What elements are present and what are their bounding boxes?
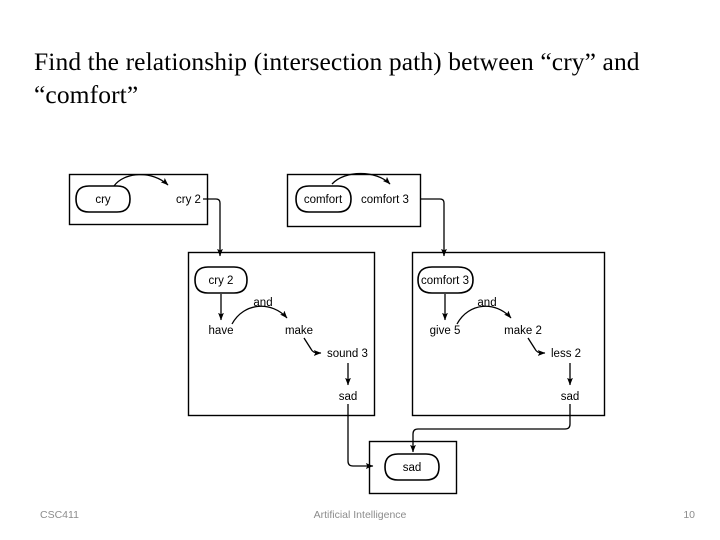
node-label-have: have — [209, 325, 234, 337]
edge-label-and-right: and — [477, 297, 496, 309]
connector-sad-right-to-intersection — [410, 404, 571, 453]
connector-sad-left-to-intersection — [347, 404, 374, 469]
box-sad-intersection-frame — [368, 440, 458, 495]
node-label-comfort3: comfort 3 — [421, 275, 469, 287]
footer-subject: Artificial Intelligence — [313, 509, 407, 521]
node-label-make2: make 2 — [504, 325, 542, 337]
page-title: Find the relationship (intersection path… — [34, 47, 647, 110]
node-label-give5: give 5 — [430, 325, 461, 337]
box-comfort3-expand: comfort 3 give 5 and make 2 less 2 sad — [411, 251, 606, 417]
slide-footer: CSC411 Artificial Intelligence 10 — [0, 505, 720, 529]
footer-course-code: CSC411 — [40, 509, 79, 521]
node-label-cry: cry — [95, 194, 111, 206]
node-label-cry2-top: cry 2 — [176, 194, 201, 206]
node-label-less2: less 2 — [551, 348, 581, 360]
edge-comfort-to-comfort3 — [331, 172, 391, 185]
oval-comfort — [295, 185, 352, 213]
node-label-sad-intersection: sad — [403, 462, 422, 474]
edge-have-to-make — [231, 305, 288, 325]
box-cry2-expand-frame — [187, 251, 376, 417]
node-label-cry2: cry 2 — [209, 275, 234, 287]
footer-page-number: 10 — [683, 509, 695, 521]
connector-comfort3-to-expansion — [421, 198, 447, 257]
connector-cry2-to-expansion — [203, 198, 223, 257]
node-label-comfort: comfort — [304, 194, 343, 206]
node-label-sad-right: sad — [561, 391, 580, 403]
box-comfort-top: comfort comfort 3 — [286, 172, 422, 228]
oval-sad — [384, 453, 440, 481]
node-label-comfort3-top: comfort 3 — [361, 194, 409, 206]
node-label-sound3: sound 3 — [327, 348, 368, 360]
edge-cry-to-cry2 — [113, 173, 169, 187]
oval-cry2 — [194, 266, 248, 294]
oval-comfort3 — [417, 266, 474, 294]
box-comfort3-expand-frame — [411, 251, 606, 417]
box-cry-top: cry cry 2 — [68, 173, 209, 226]
oval-cry — [75, 185, 131, 213]
node-label-make: make — [285, 325, 313, 337]
node-label-sad-left: sad — [339, 391, 358, 403]
edge-make2-to-less2 — [527, 337, 546, 356]
edge-make-to-sound3 — [303, 337, 322, 356]
edge-give5-to-make2 — [456, 305, 512, 325]
box-cry2-expand: cry 2 have and make sound 3 sad — [187, 251, 376, 417]
edge-label-and-left: and — [253, 297, 272, 309]
box-sad-intersection: sad — [368, 440, 458, 495]
